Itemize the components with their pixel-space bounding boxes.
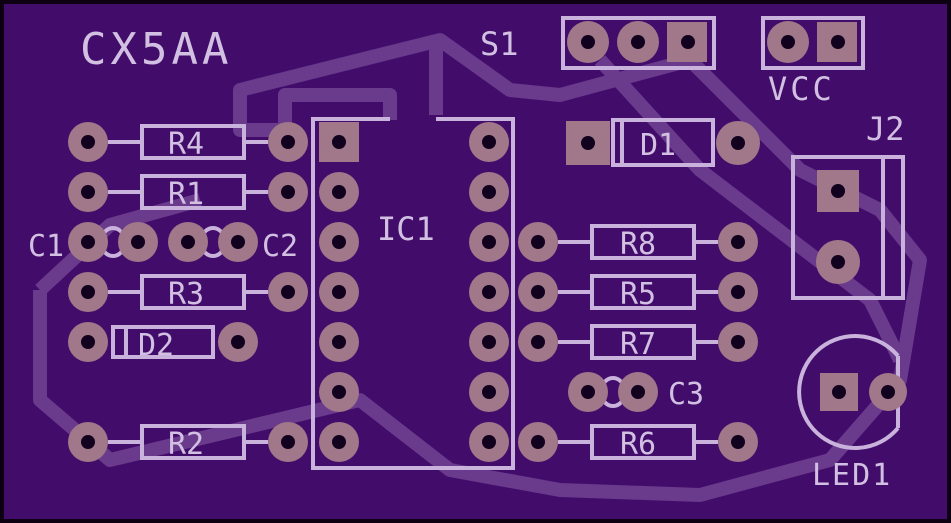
r7-label: R7 — [620, 327, 656, 362]
vcc-label: VCC — [768, 70, 835, 108]
ic1-dip14: IC1 — [311, 117, 515, 470]
connector-vcc: VCC — [761, 16, 865, 108]
connector-j2: J2 — [791, 110, 905, 300]
ic1-label: IC1 — [377, 210, 435, 248]
r1-label: R1 — [168, 177, 204, 212]
led-led1: LED1 — [797, 334, 907, 493]
led1-label: LED1 — [812, 458, 892, 493]
c1-label: C1 — [28, 229, 64, 264]
resistor-r7: R7 — [518, 322, 758, 362]
r3-label: R3 — [168, 277, 204, 312]
resistor-r3: R3 — [68, 272, 308, 312]
resistor-r4: R4 — [68, 122, 308, 162]
c3-label: C3 — [668, 377, 704, 412]
resistor-r6: R6 — [518, 422, 758, 462]
resistor-r2: R2 — [68, 422, 308, 462]
c2-label: C2 — [262, 229, 298, 264]
resistor-r1: R1 — [68, 172, 308, 212]
r4-label: R4 — [168, 127, 204, 162]
diode-d1: D1 — [566, 118, 760, 167]
r8-label: R8 — [620, 227, 656, 262]
board-title: CX5AA — [80, 24, 232, 75]
resistor-r5: R5 — [518, 272, 758, 312]
switch-s1: S1 — [480, 16, 716, 70]
s1-label: S1 — [480, 25, 519, 63]
diode-d2: D2 — [68, 322, 258, 363]
d1-label: D1 — [640, 128, 676, 163]
capacitor-c2: C2 — [168, 222, 298, 264]
capacitor-c3: C3 — [568, 372, 704, 412]
r2-label: R2 — [168, 427, 204, 462]
resistor-r8: R8 — [518, 222, 758, 262]
r6-label: R6 — [620, 427, 656, 462]
j2-label: J2 — [866, 110, 905, 148]
r5-label: R5 — [620, 277, 656, 312]
capacitor-c1: C1 — [28, 222, 158, 264]
d2-label: D2 — [138, 328, 174, 363]
